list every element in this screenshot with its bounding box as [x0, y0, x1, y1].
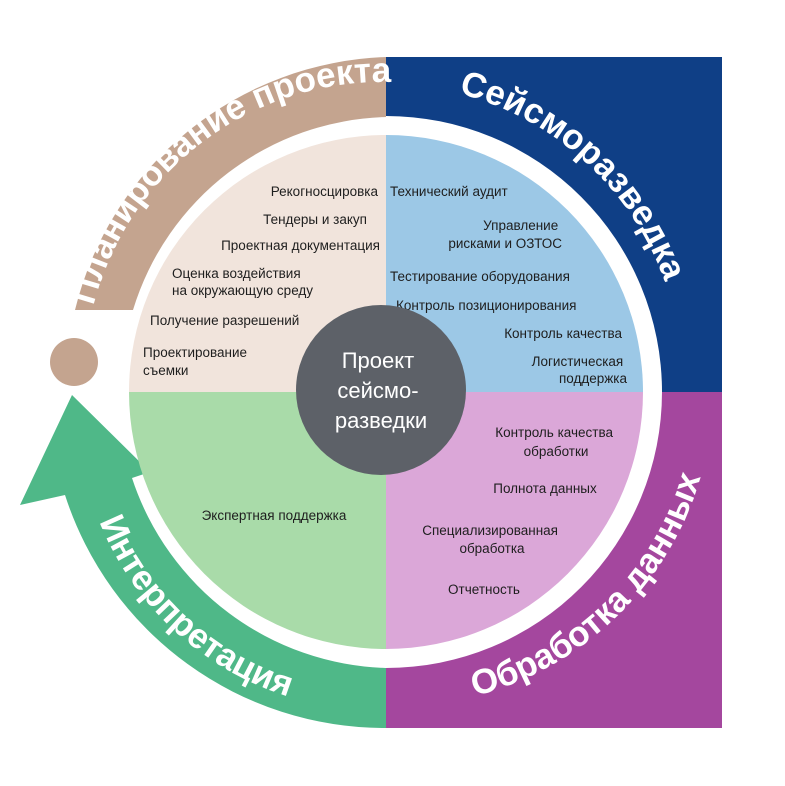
- list-item: Оценка воздействия на окружающую среду: [172, 266, 313, 298]
- list-item: Отчетность: [448, 582, 520, 597]
- list-item: Рекогносцировка: [271, 184, 379, 199]
- list-item: Получение разрешений: [150, 313, 299, 328]
- list-item: Контроль качества обработки: [495, 425, 617, 459]
- list-item: Контроль позиционирования: [396, 298, 576, 313]
- seismic-items: Технический аудит Управление рисками и О…: [390, 184, 627, 386]
- list-item: Логистическая поддержка: [532, 354, 628, 386]
- list-item: Проектирование съемки: [143, 345, 251, 378]
- processing-ring-segment: [386, 392, 722, 728]
- center-label: Проект сейсмо- разведки: [335, 348, 427, 433]
- planning-ring-segment: [75, 57, 386, 310]
- list-item: Тестирование оборудования: [390, 269, 570, 284]
- list-item: Специализированная обработка: [422, 523, 562, 556]
- list-item: Технический аудит: [390, 184, 508, 199]
- list-item: Тендеры и закуп: [263, 212, 367, 227]
- planning-items: Рекогносцировка Тендеры и закуп Проектна…: [143, 184, 380, 378]
- interpretation-ring-segment: [20, 395, 386, 729]
- planning-ring-end-dot: [50, 338, 98, 386]
- list-item: Управление рисками и ОЗТОС: [448, 218, 562, 251]
- list-item: Контроль качества: [504, 326, 622, 341]
- interpretation-items: Экспертная поддержка: [202, 508, 347, 523]
- center-circle: [296, 305, 466, 475]
- list-item: Экспертная поддержка: [202, 508, 347, 523]
- list-item: Полнота данных: [493, 481, 597, 496]
- list-item: Проектная документация: [221, 238, 380, 253]
- processing-items: Контроль качества обработки Полнота данн…: [422, 425, 617, 597]
- seismic-ring-segment: [386, 57, 722, 392]
